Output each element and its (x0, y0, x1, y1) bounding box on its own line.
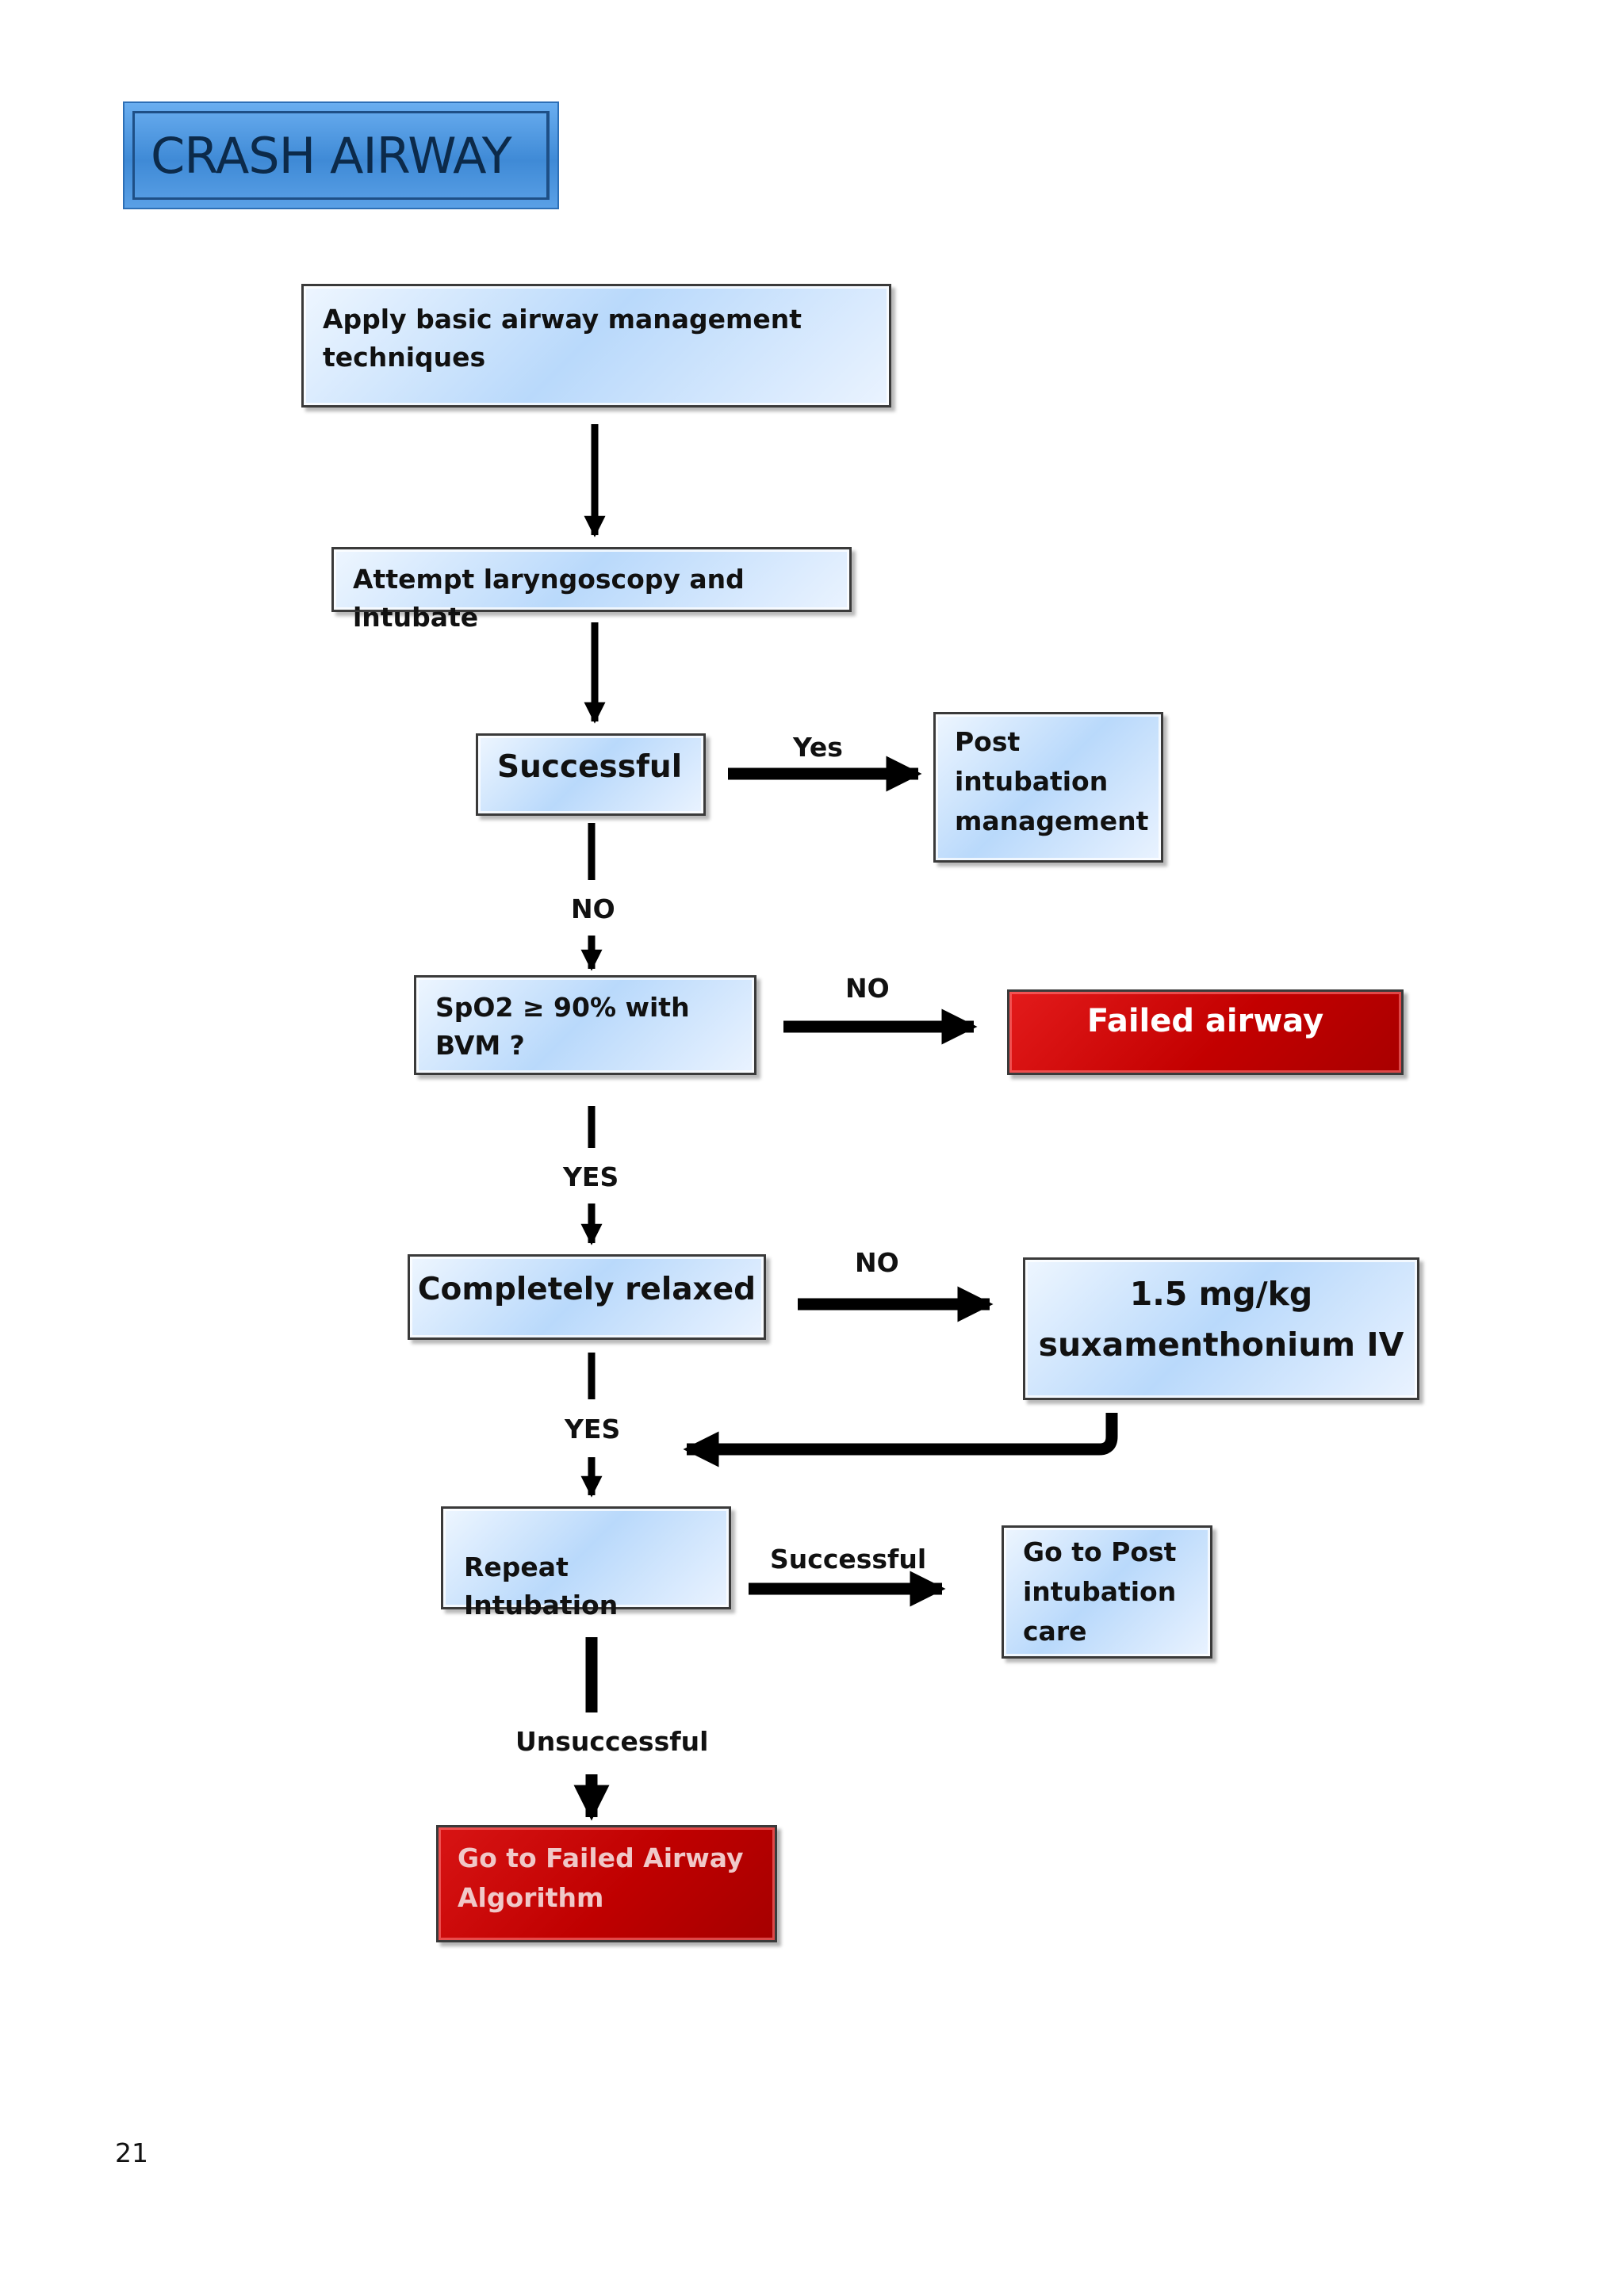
node-go-failed-text: Go to Failed Airway Algorithm (458, 1843, 744, 1914)
title-frame: CRASH AIRWAY (132, 111, 550, 200)
edge-label-no-success: NO (571, 894, 615, 924)
arrow-sux-to-repeat (683, 1413, 1118, 1468)
node-failed-airway-text: Failed airway (1086, 1003, 1324, 1039)
node-suxamethonium: 1.5 mg/kg suxamenthonium IV (1023, 1257, 1419, 1400)
node-laryngoscopy-text: Attempt laryngoscopy and intubate (353, 564, 745, 633)
node-repeat-intubation: Repeat Intubation (441, 1506, 731, 1621)
node-spo2-text: SpO2 ≥ 90% with BVM ? (435, 992, 690, 1061)
node-go-failed: Go to Failed Airway Algorithm (436, 1825, 777, 1942)
node-go-post-text: Go to Post intubation care (1023, 1536, 1177, 1647)
title-banner: CRASH AIRWAY (123, 101, 559, 209)
node-basic-airway-text: Apply basic airway management techniques (323, 304, 802, 373)
page-title: CRASH AIRWAY (151, 126, 512, 185)
node-successful-text: Successful (497, 749, 683, 785)
edge-label-yes-relaxed: YES (565, 1414, 621, 1445)
edge-label-no-relaxed: NO (855, 1247, 899, 1278)
node-go-post: Go to Post intubation care (1002, 1525, 1212, 1659)
node-laryngoscopy: Attempt laryngoscopy and intubate (331, 547, 852, 633)
node-sux-dose: 1.5 mg/kg (1129, 1275, 1313, 1313)
node-repeat-intubation-text: Repeat Intubation (464, 1552, 619, 1621)
node-sux-drug: suxamenthonium IV (1038, 1325, 1404, 1364)
edge-label-repeat-success: Successful (770, 1544, 927, 1575)
page-number: 21 (115, 2137, 148, 2168)
edge-label-no-spo2: NO (845, 973, 890, 1004)
edge-label-yes-success: Yes (793, 732, 843, 763)
node-spo2: SpO2 ≥ 90% with BVM ? (414, 975, 756, 1075)
node-failed-airway: Failed airway (1007, 989, 1404, 1075)
edge-label-yes-spo2: YES (563, 1161, 619, 1192)
node-basic-airway: Apply basic airway management techniques (301, 284, 891, 408)
node-successful: Successful (476, 733, 706, 816)
node-post-intubation: Post intubation management (933, 712, 1163, 863)
node-completely-relaxed: Completely relaxed (408, 1254, 766, 1340)
edge-label-repeat-fail: Unsuccessful (515, 1726, 709, 1757)
node-post-intubation-text: Post intubation management (955, 726, 1149, 837)
node-completely-relaxed-text: Completely relaxed (417, 1272, 756, 1307)
